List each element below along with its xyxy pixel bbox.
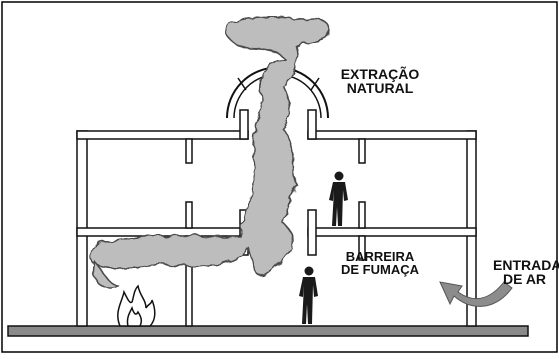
curved-arrow-icon [439,281,513,307]
label-smoke-barrier: BARREIRA DE FUMAÇA [341,249,419,277]
ground-slab [7,325,529,337]
smoke-plume [90,15,331,289]
person-icon [299,266,318,324]
frame-border [1,1,558,353]
label-air-inlet: ENTRADA DE AR [493,258,559,286]
fire-icon [117,284,156,327]
building-walls [76,109,477,327]
label-natural-extraction: EXTRAÇÃO NATURAL [340,66,420,96]
person-icon [329,171,348,226]
